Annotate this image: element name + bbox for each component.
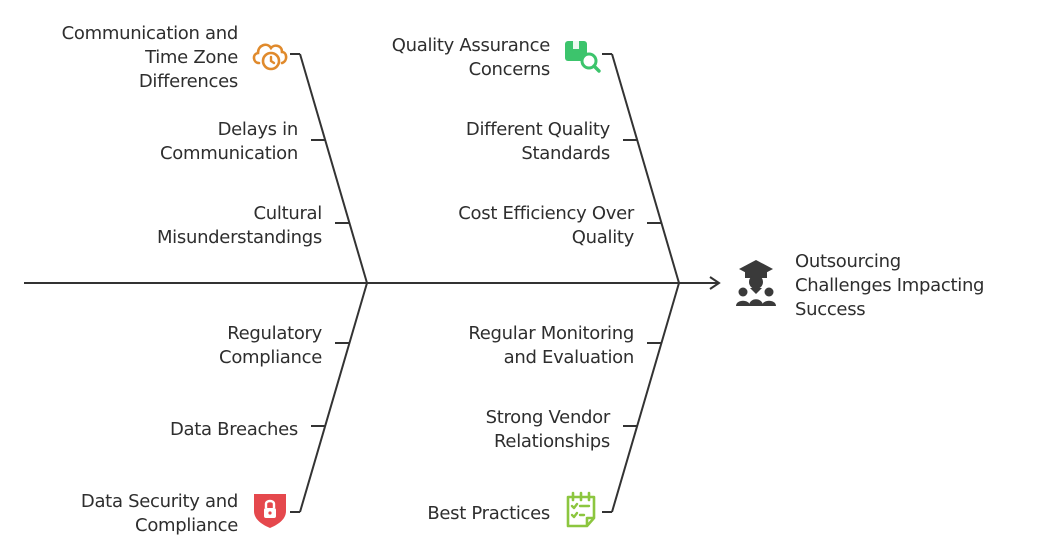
category-title-security: Data Security and Compliance: [80, 491, 238, 536]
bone-security: [299, 282, 368, 513]
bone-communication: [299, 53, 368, 284]
cause-cultural-misunderstandings: Cultural Misunderstandings: [156, 203, 322, 248]
cause-regulatory-compliance: Regulatory Compliance: [219, 323, 322, 368]
effect-label: Outsourcing Challenges Impacting Success: [795, 251, 985, 320]
teacher-student-icon: [736, 260, 776, 306]
cloud-clock-icon: [252, 43, 288, 71]
cause-different-quality-standards: Different Quality Standards: [465, 119, 610, 164]
category-title-best-practices: Best Practices: [427, 503, 550, 524]
checklist-icon: [566, 491, 596, 528]
box-search-icon: [565, 41, 601, 73]
cause-delays-in-communication: Delays in Communication: [160, 119, 298, 164]
bone-best-practices: [611, 282, 680, 513]
cause-regular-monitoring: Regular Monitoring and Evaluation: [468, 323, 634, 368]
bone-quality: [611, 53, 680, 284]
shield-lock-icon: [254, 494, 286, 528]
cause-cost-efficiency-over-quality: Cost Efficiency Over Quality: [458, 203, 634, 248]
cause-strong-vendor-relationships: Strong Vendor Relationships: [485, 407, 611, 452]
cause-data-breaches: Data Breaches: [169, 419, 298, 440]
category-title-quality: Quality Assurance Concerns: [391, 35, 551, 80]
category-title-communication: Communication and Time Zone Differences: [61, 23, 239, 92]
